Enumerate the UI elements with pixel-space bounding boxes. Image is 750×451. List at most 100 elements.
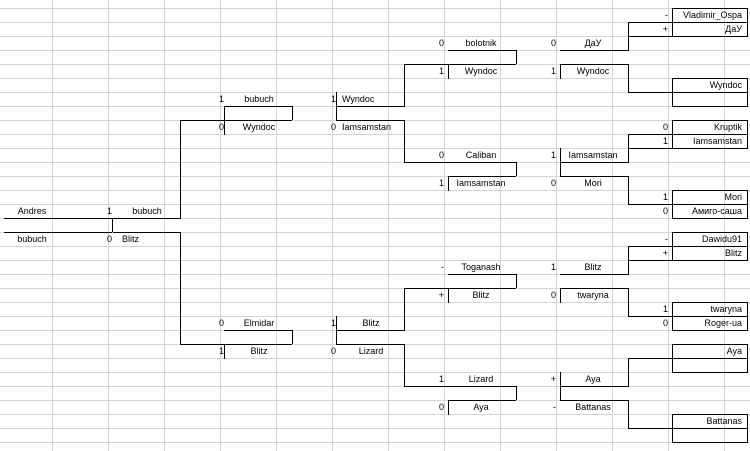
bracket-line — [672, 344, 748, 345]
round6-m1-bottom-name[interactable]: Wyndoc — [576, 66, 610, 76]
round4-lower-bottom-score[interactable]: 0 — [330, 346, 336, 356]
bracket-line — [672, 218, 748, 219]
round4-upper-bottom-name[interactable]: Iamsamstan — [342, 122, 392, 132]
round5-m2-bottom-score[interactable]: 1 — [438, 178, 444, 188]
bracket-line — [516, 274, 517, 288]
bracket-line — [747, 78, 748, 107]
round7-m4-top-name[interactable]: Mori — [724, 192, 743, 202]
round7-m4-top-score[interactable]: 1 — [662, 192, 668, 202]
bracket-line — [113, 218, 181, 219]
round7-m6-top-name[interactable]: twaryna — [710, 304, 742, 314]
round5-m1-bottom-name[interactable]: Wyndoc — [464, 66, 498, 76]
bracket-line — [224, 330, 292, 331]
round7-m1-bottom-score[interactable]: + — [662, 24, 668, 34]
round1-bottom-name[interactable]: bubuch — [17, 234, 47, 244]
round7-m1-top-name[interactable]: Vladimir_Ospa — [682, 10, 742, 20]
round3-upper-top-name[interactable]: bubuch — [244, 94, 274, 104]
round5-m3-bottom-name[interactable]: Blitz — [472, 290, 490, 300]
round6-m3-bottom-name[interactable]: twaryna — [577, 290, 609, 300]
round7-m3-bottom-score[interactable]: 1 — [662, 136, 668, 146]
round6-m2-bottom-score[interactable]: 0 — [550, 178, 556, 188]
round5-m3-top-name[interactable]: Toganash — [461, 262, 501, 272]
round6-m4-top-name[interactable]: Aya — [585, 374, 601, 384]
round4-lower-top-name[interactable]: Blitz — [362, 318, 380, 328]
round2-top-name[interactable]: bubuch — [132, 206, 162, 216]
round5-m3-top-score[interactable]: - — [441, 262, 444, 272]
round6-m4-bottom-score[interactable]: - — [553, 402, 556, 412]
bracket-line — [113, 232, 181, 233]
round7-m4-bottom-name[interactable]: Амиго-саша — [691, 206, 742, 216]
round7-m4-bottom-score[interactable]: 0 — [662, 206, 668, 216]
bracket-line — [672, 414, 673, 443]
round6-m4-top-score[interactable]: + — [550, 374, 556, 384]
round7-m6-bottom-score[interactable]: 0 — [662, 318, 668, 328]
bracket-line — [112, 218, 113, 232]
round5-m4-top-name[interactable]: Lizard — [468, 374, 494, 384]
round5-m4-top-score[interactable]: 1 — [438, 374, 444, 384]
bracket-line — [448, 400, 516, 401]
bracket-line — [448, 176, 516, 177]
round7-m1-bottom-name[interactable]: ДаУ — [725, 24, 742, 34]
round4-upper-bottom-score[interactable]: 0 — [330, 122, 336, 132]
round3-lower-top-score[interactable]: 0 — [218, 318, 224, 328]
round2-bottom-score[interactable]: 0 — [106, 234, 112, 244]
round3-upper-bottom-name[interactable]: Wyndoc — [242, 122, 276, 132]
round7-m6-bottom-name[interactable]: Roger-ua — [704, 318, 742, 328]
round6-m2-bottom-name[interactable]: Mori — [584, 178, 602, 188]
round7-m6-top-score[interactable]: 1 — [662, 304, 668, 314]
bracket-line — [560, 162, 628, 163]
bracket-line — [628, 288, 629, 317]
round7-m5-top-name[interactable]: Dawidu91 — [701, 234, 742, 244]
round4-lower-top-score[interactable]: 1 — [330, 318, 336, 328]
round7-m1-top-score[interactable]: - — [665, 10, 668, 20]
bracket-line — [448, 162, 516, 163]
round6-m4-bottom-name[interactable]: Battanas — [575, 402, 611, 412]
round5-m4-bottom-score[interactable]: 0 — [438, 402, 444, 412]
round7-m3-bottom-name[interactable]: Iamsamstan — [692, 136, 742, 146]
round6-m1-top-name[interactable]: ДаУ — [584, 38, 602, 48]
bracket-line — [336, 120, 404, 121]
round4-upper-top-name[interactable]: Wyndoc — [342, 94, 375, 104]
round7-m3-top-score[interactable]: 0 — [662, 122, 668, 132]
round3-lower-top-name[interactable]: Elmidar — [243, 318, 275, 328]
round7-m2-top-name[interactable]: Wyndoc — [709, 80, 742, 90]
round6-m1-bottom-score[interactable]: 1 — [550, 66, 556, 76]
round7-m5-bottom-name[interactable]: Blitz — [724, 248, 742, 258]
round3-lower-bottom-score[interactable]: 1 — [218, 346, 224, 356]
round3-upper-bottom-score[interactable]: 0 — [218, 122, 224, 132]
round7-m7-top-name[interactable]: Aya — [726, 346, 742, 356]
bracket-line — [404, 162, 448, 163]
bracket-line — [560, 64, 628, 65]
round5-m3-bottom-score[interactable]: + — [438, 290, 444, 300]
round7-m3-top-name[interactable]: Kruptik — [713, 122, 742, 132]
round3-upper-top-score[interactable]: 1 — [218, 94, 224, 104]
round6-m3-top-score[interactable]: 1 — [550, 262, 556, 272]
round5-m2-top-score[interactable]: 0 — [438, 150, 444, 160]
round7-m8-top-name[interactable]: Battanas — [706, 416, 742, 426]
round5-m1-bottom-score[interactable]: 1 — [438, 66, 444, 76]
round5-m1-top-name[interactable]: bolotnik — [465, 38, 497, 48]
round5-m1-top-score[interactable]: 0 — [438, 38, 444, 48]
round5-m2-bottom-name[interactable]: Iamsamstan — [456, 178, 506, 188]
round7-m5-top-score[interactable]: - — [665, 234, 668, 244]
round1-top-name[interactable]: Andres — [17, 206, 47, 216]
bracket-line — [404, 64, 405, 107]
round6-m2-top-name[interactable]: Iamsamstan — [568, 150, 618, 160]
round2-top-score[interactable]: 1 — [106, 206, 112, 216]
bracket-line — [180, 344, 224, 345]
round3-lower-bottom-name[interactable]: Blitz — [250, 346, 268, 356]
round4-upper-top-score[interactable]: 1 — [330, 94, 336, 104]
round6-m3-top-name[interactable]: Blitz — [584, 262, 602, 272]
round6-m3-bottom-score[interactable]: 0 — [550, 290, 556, 300]
round6-m2-top-score[interactable]: 1 — [550, 150, 556, 160]
bracket-line — [448, 176, 449, 191]
round7-m5-bottom-score[interactable]: + — [662, 248, 668, 258]
bracket-line — [628, 176, 629, 205]
round5-m2-top-name[interactable]: Caliban — [465, 150, 497, 160]
round6-m1-top-score[interactable]: 0 — [550, 38, 556, 48]
round4-lower-bottom-name[interactable]: Lizard — [358, 346, 384, 356]
bracket-line — [224, 106, 292, 107]
round5-m4-bottom-name[interactable]: Aya — [473, 402, 489, 412]
round2-bottom-name[interactable]: Blitz — [122, 234, 140, 244]
